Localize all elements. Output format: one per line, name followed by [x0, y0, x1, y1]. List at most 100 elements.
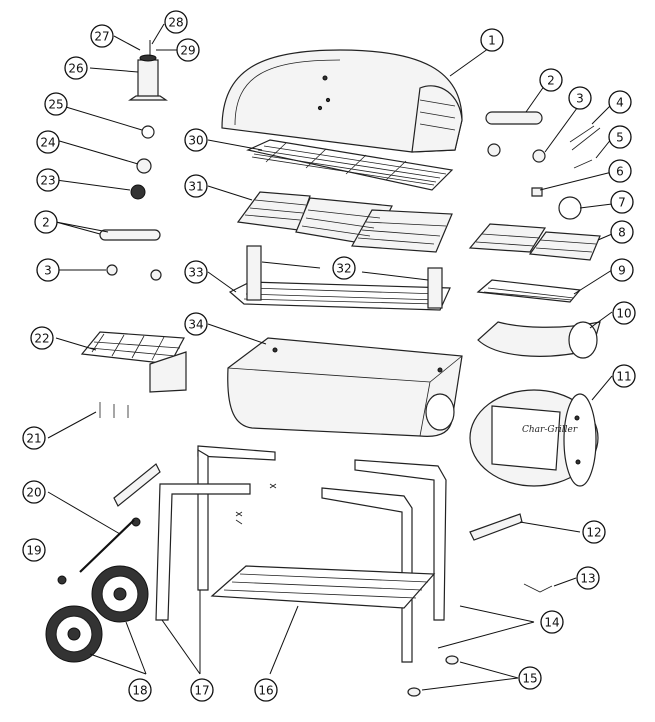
callout-circle	[610, 190, 634, 214]
callout-number: 15	[522, 672, 537, 686]
callout-18: 18	[128, 678, 152, 702]
callout-6: 6	[608, 159, 632, 183]
callout-12: 12	[582, 520, 606, 544]
callout-number: 34	[188, 318, 203, 332]
callout-circle	[610, 220, 634, 244]
logo-text: Char-Griller	[522, 425, 578, 435]
callout-17: 17	[190, 678, 214, 702]
callout-24: 24	[36, 130, 60, 154]
callout-number: 27	[94, 30, 109, 44]
callout-number: 10	[616, 307, 631, 321]
part-side-firebox: Char-Griller	[469, 389, 599, 487]
callout-circle	[612, 301, 636, 325]
callout-circle	[608, 90, 632, 114]
callout-31: 31	[184, 174, 208, 198]
callout-circle	[90, 24, 114, 48]
callout-number: 6	[616, 165, 624, 179]
callout-number: 26	[68, 62, 83, 76]
callout-number: 30	[188, 134, 203, 148]
callout-30: 30	[184, 128, 208, 152]
callout-11: 11	[612, 364, 636, 388]
callout-circle	[22, 480, 46, 504]
callout-number: 2	[547, 74, 555, 88]
callout-number: 11	[616, 370, 631, 384]
callout-3: 3	[36, 258, 60, 282]
callout-16: 16	[254, 678, 278, 702]
callout-number: 12	[586, 526, 601, 540]
callout-number: 33	[188, 266, 203, 280]
part-side-shelf	[80, 331, 187, 393]
callout-number: 21	[26, 432, 41, 446]
callout-circle	[184, 260, 208, 284]
callout-circle	[36, 168, 60, 192]
callout-circle	[36, 130, 60, 154]
callout-3: 3	[568, 86, 592, 110]
callout-4: 4	[608, 90, 632, 114]
callout-number: 17	[194, 684, 209, 698]
callout-5: 5	[608, 125, 632, 149]
callout-number: 5	[616, 131, 624, 145]
part-small-hardware	[407, 111, 601, 697]
callout-8: 8	[610, 220, 634, 244]
callout-number: 22	[34, 332, 49, 346]
part-warming-rack	[246, 139, 454, 191]
part-firebox-cooking-grates	[468, 223, 601, 261]
callout-32: 32	[332, 256, 356, 280]
callout-14: 14	[540, 610, 564, 634]
callout-circle	[332, 256, 356, 280]
callout-circle	[164, 10, 188, 34]
callout-20: 20	[22, 480, 46, 504]
callout-number: 19	[26, 544, 41, 558]
callout-number: 29	[180, 44, 195, 58]
callout-23: 23	[36, 168, 60, 192]
callout-circle	[176, 38, 200, 62]
part-charcoal-pan	[228, 245, 451, 311]
callout-2: 2	[539, 68, 563, 92]
callout-circle	[518, 666, 542, 690]
callout-circle	[22, 426, 46, 450]
part-hooks	[99, 402, 129, 418]
callout-circle	[30, 326, 54, 350]
callout-circle	[184, 312, 208, 336]
callout-circle	[608, 159, 632, 183]
callout-2: 2	[34, 210, 58, 234]
callout-27: 27	[90, 24, 114, 48]
callout-circle	[22, 538, 46, 562]
callout-circle	[184, 174, 208, 198]
callout-number: 16	[258, 684, 273, 698]
callout-19: 19	[22, 538, 46, 562]
callout-13: 13	[576, 566, 600, 590]
part-bottom-shelf	[210, 565, 436, 609]
callout-circle	[608, 125, 632, 149]
callout-circle	[190, 678, 214, 702]
callout-number: 1	[488, 34, 496, 48]
callout-circle	[34, 210, 58, 234]
callout-number: 3	[44, 264, 52, 278]
callout-number: 2	[42, 216, 50, 230]
callout-number: 25	[48, 98, 63, 112]
callout-21: 21	[22, 426, 46, 450]
part-grill-body	[227, 337, 463, 437]
callout-28: 28	[164, 10, 188, 34]
callout-circle	[540, 610, 564, 634]
callout-number: 24	[40, 136, 55, 150]
callout-number: 28	[168, 16, 183, 30]
callout-number: 3	[576, 92, 584, 106]
part-cart-frame	[113, 445, 523, 663]
callout-number: 9	[618, 264, 626, 278]
callout-10: 10	[612, 301, 636, 325]
callout-number: 8	[618, 226, 626, 240]
callout-7: 7	[610, 190, 634, 214]
callout-9: 9	[610, 258, 634, 282]
callout-circle	[582, 520, 606, 544]
callout-circle	[612, 364, 636, 388]
callout-circle	[128, 678, 152, 702]
part-chimney	[99, 40, 168, 281]
callout-circle	[64, 56, 88, 80]
part-side-firebox-lid	[477, 321, 601, 359]
callout-circle	[539, 68, 563, 92]
callout-circle	[254, 678, 278, 702]
callout-circle	[568, 86, 592, 110]
